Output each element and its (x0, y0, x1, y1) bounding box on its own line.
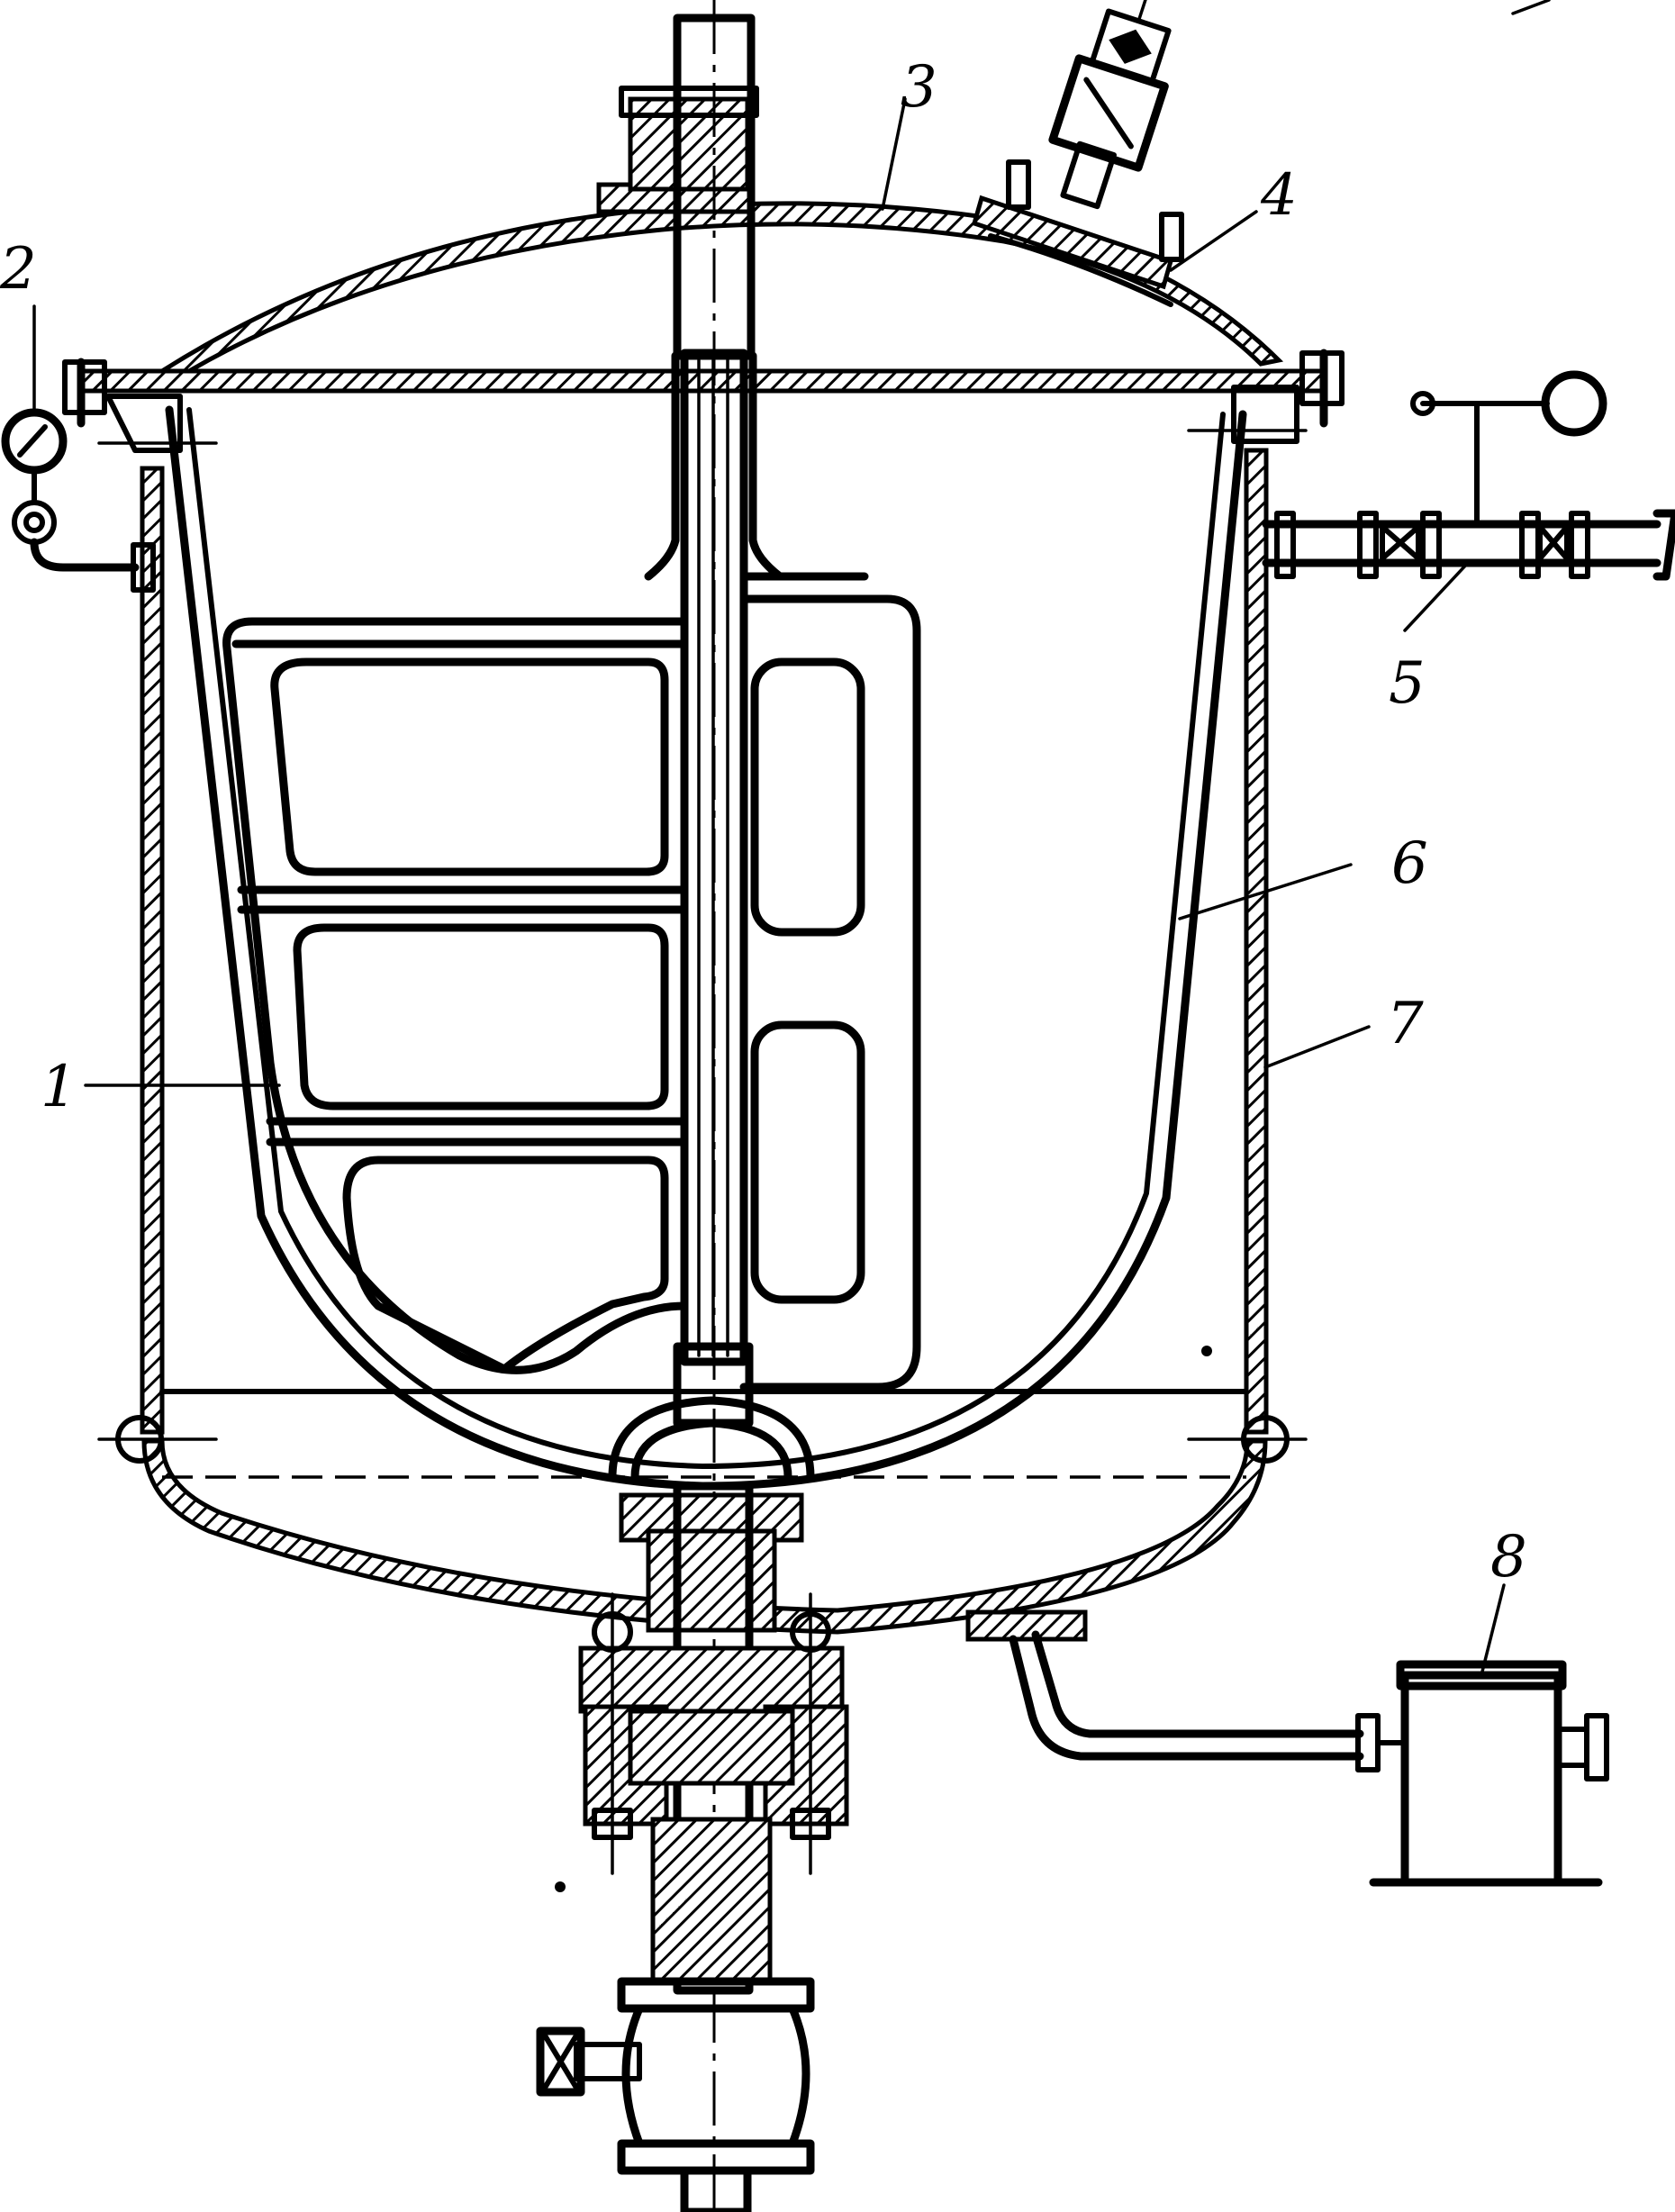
callout-label-3: 3 (901, 54, 937, 121)
callout-label-6: 6 (1391, 830, 1428, 897)
callout-label-5: 5 (1389, 650, 1426, 717)
callout-label-8: 8 (1490, 1524, 1527, 1591)
callout-leaders (32, 0, 1551, 1677)
callout-labels: 1 2 3 4 5 6 7 8 (0, 54, 1527, 1591)
outer-jacket (97, 448, 1308, 1635)
inner-vessel (97, 385, 1308, 1491)
bottom-outlet (536, 1482, 849, 2212)
hatch-cover (971, 0, 1184, 307)
agitator-frame (222, 0, 921, 2212)
condensate-trap (965, 1609, 1609, 1887)
steam-inlet (1262, 370, 1675, 581)
callout-label-7: 7 (1387, 991, 1424, 1057)
callout-label-4: 4 (1260, 162, 1298, 229)
callout-label-2: 2 (0, 236, 37, 303)
callout-label-1: 1 (41, 1054, 77, 1120)
